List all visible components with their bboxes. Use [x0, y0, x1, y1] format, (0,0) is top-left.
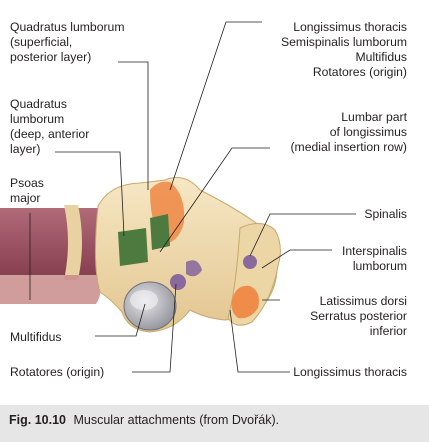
- label-spinalis: Spinalis: [364, 207, 407, 221]
- label-psoas-major: Psoas major: [10, 176, 44, 205]
- interspinalis-attachment: [243, 255, 257, 269]
- figure-panel: Quadratus lumborum (superficial, posteri…: [0, 20, 408, 379]
- facet-inner: [130, 290, 158, 310]
- caption-bar: Fig. 10.10 Muscular attachments (from Dv…: [0, 405, 429, 442]
- leader-lines: [29, 21, 356, 373]
- rotatores-attachment: [186, 260, 202, 277]
- figure-caption-text: Muscular attachments (from Dvořák).: [73, 413, 280, 427]
- quadratus-deep-attachment: [118, 228, 148, 266]
- vertebral-body-band: [64, 205, 82, 280]
- label-quadratus-superficial: Quadratus lumborum (superficial, posteri…: [10, 20, 125, 64]
- figure-caption: Fig. 10.10 Muscular attachments (from Dv…: [9, 413, 279, 428]
- vertebral-disc: [0, 208, 102, 275]
- quadratus-superficial-attachment: [150, 214, 170, 250]
- label-multifidus: Multifidus: [10, 330, 62, 344]
- label-rotatores-origin: Rotatores (origin): [10, 365, 105, 379]
- figure-number: Fig. 10.10: [9, 413, 66, 427]
- vertebral-body-lower: [0, 275, 101, 304]
- label-longissimus-thoracis: Longissimus thoracis: [293, 365, 407, 379]
- label-quadratus-deep: Quadratus lumborum (deep, anterior layer…: [10, 97, 90, 156]
- vertebra-illustration: [0, 21, 356, 373]
- label-interspinalis: Interspinalis lumborum: [341, 244, 407, 273]
- label-longissimus-group: Longissimus thoracis Semispinalis lumbor…: [281, 20, 407, 79]
- latissimus-attachment: [231, 285, 259, 319]
- label-latissimus-group: Latissimus dorsi Serratus posterior infe…: [310, 294, 407, 338]
- label-lumbar-longissimus: Lumbar part of longissimus (medial inser…: [290, 110, 408, 154]
- multifidus-attachment: [170, 274, 186, 290]
